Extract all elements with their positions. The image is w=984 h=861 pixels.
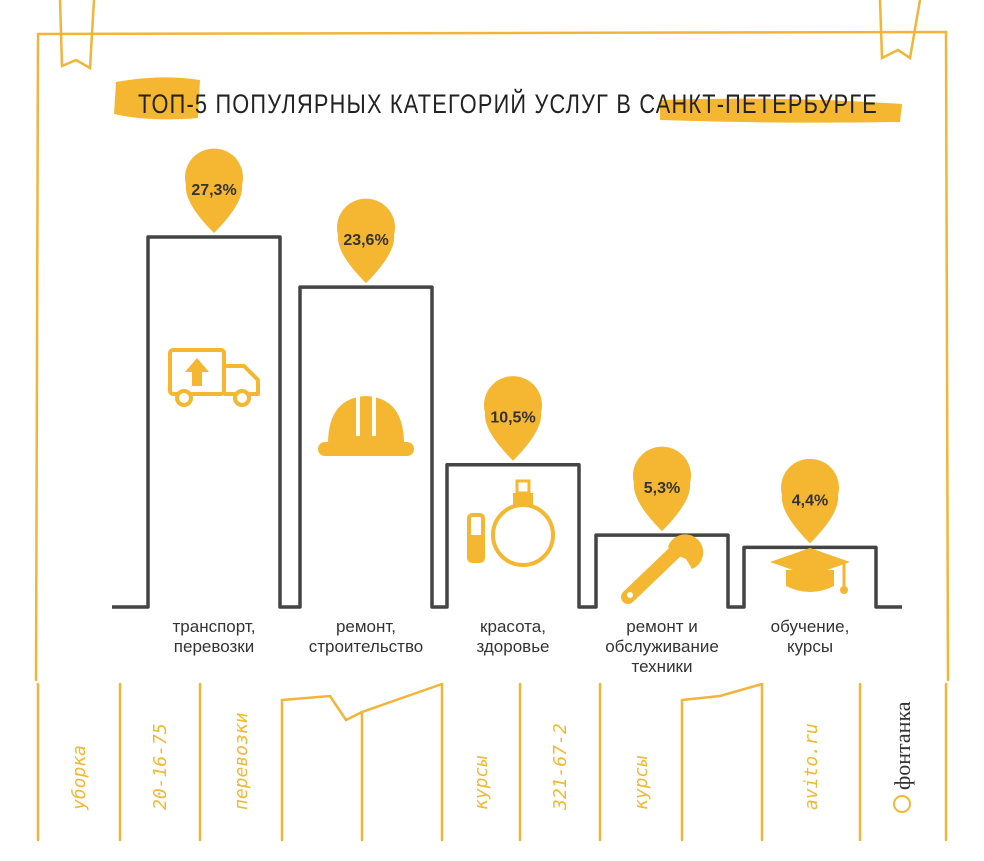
tear-tab-label: перевозки <box>231 712 252 810</box>
page-title: ТОП-5 ПОПУЛЯРНЫХ КАТЕГОРИЙ УСЛУГ В САНКТ… <box>138 88 878 119</box>
value-label: 27,3% <box>191 182 236 199</box>
brand-logo: фонтанка <box>890 701 915 813</box>
bar: 10,5% красота,здоровье <box>447 376 579 656</box>
value-pin: 4,4% <box>781 458 839 544</box>
perfume-icon <box>467 479 555 567</box>
bars-outline <box>112 235 902 609</box>
tear-tab-label: уборка <box>69 745 90 811</box>
bar-area <box>447 465 579 607</box>
value-label: 5,3% <box>644 480 680 497</box>
value-label: 10,5% <box>490 410 535 427</box>
tear-tab-label: 20-16-75 <box>150 723 171 810</box>
paper-sheet <box>34 0 950 682</box>
brand-name: фонтанка <box>890 701 915 790</box>
bar: 23,6% ремонт,строительство <box>309 198 424 656</box>
tear-off-tabs: уборка 20-16-75 перевозки курсы 321-67-2 курс… <box>36 682 948 842</box>
bar-area <box>148 237 280 607</box>
bar: 27,3% транспорт,перевозки <box>148 148 280 656</box>
value-label: 4,4% <box>792 492 828 509</box>
hard-hat-icon <box>318 394 414 456</box>
category-label: ремонт,строительство <box>309 617 424 656</box>
value-pin: 10,5% <box>484 376 542 461</box>
tear-tab-label: avito.ru <box>801 723 822 810</box>
graduation-cap-icon <box>770 548 850 594</box>
tear-tab-label: курсы <box>631 756 652 810</box>
bar-chart: 27,3% транспорт,перевозки 23,6% ремонт,стро… <box>112 148 902 676</box>
tab-separators <box>36 682 948 842</box>
category-label: транспорт,перевозки <box>173 617 256 656</box>
torn-edge <box>281 682 763 722</box>
wrench-icon <box>621 534 704 604</box>
value-pin: 27,3% <box>185 148 243 233</box>
bar: 4,4% обучение,курсы <box>770 458 850 656</box>
truck-icon <box>168 348 260 407</box>
category-label: обучение,курсы <box>771 617 850 656</box>
value-pin: 23,6% <box>337 198 395 284</box>
tear-tab-label: курсы <box>471 756 492 810</box>
tear-tab-label: 321-67-2 <box>550 723 571 811</box>
value-label: 23,6% <box>343 232 388 249</box>
title-highlight <box>114 77 902 123</box>
category-label: красота,здоровье <box>476 617 549 656</box>
value-pin: 5,3% <box>633 446 691 532</box>
